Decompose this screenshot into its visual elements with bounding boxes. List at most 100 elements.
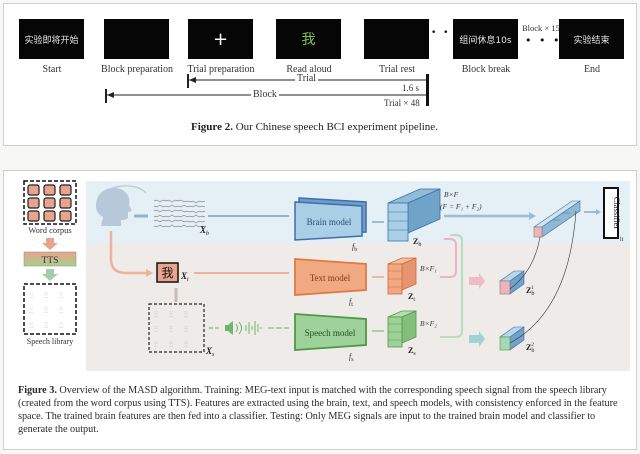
figure-3-caption: Figure 3. Overview of the MASD algorithm… <box>18 384 630 436</box>
speech-model-box <box>294 313 367 351</box>
screen-block-preparation <box>104 19 169 59</box>
xb-label: Xb <box>199 225 209 237</box>
speaker-icon <box>225 321 242 335</box>
classifier-box <box>603 187 619 239</box>
screen-end-text: 实验结束 <box>573 35 610 46</box>
svg-text:⫶⫶: ⫶⫶ <box>59 291 63 300</box>
svg-text:⫶⫶: ⫶⫶ <box>184 340 188 349</box>
align-arrow-2 <box>469 331 485 347</box>
head-icon <box>96 185 147 226</box>
svg-text:⫶⫶: ⫶⫶ <box>154 310 158 319</box>
tts-label: TTS <box>42 256 59 266</box>
zb-label: Zb <box>413 237 421 248</box>
svg-text:⫶⫶: ⫶⫶ <box>169 325 173 334</box>
bf1-label: B×F₁ <box>420 264 437 273</box>
bf-equation: (F = F₁ + F₂) <box>440 202 482 211</box>
figure-2-caption-text: Our Chinese speech BCI experiment pipeli… <box>232 121 438 133</box>
figure-3-caption-label: Figure 3. <box>18 385 57 396</box>
svg-text:⫶⫶: ⫶⫶ <box>44 306 48 315</box>
label-block-preparation: Block preparation <box>101 64 173 75</box>
word-corpus <box>23 180 77 225</box>
classifier-label: Classifier <box>612 197 622 230</box>
waveform-icon <box>245 321 262 335</box>
speech-sample-box: ⫶⫶ ⫶⫶ ⫶⫶ ⫶⫶ ⫶⫶ ⫶⫶ ⫶⫶ ⫶⫶ ⫶⫶ <box>148 303 205 353</box>
label-read-aloud: Read aloud <box>286 64 332 75</box>
label-block-break: Block break <box>461 64 511 75</box>
concat-to-zb1-curve <box>509 236 541 290</box>
tts-to-library-arrow <box>42 269 58 281</box>
classifier-output: lt <box>620 237 624 243</box>
zb1-label: Zb1 <box>526 286 534 297</box>
read-aloud-character: 我 <box>301 32 316 48</box>
zb2-label: Zb2 <box>526 343 534 354</box>
svg-text:⫶⫶: ⫶⫶ <box>169 340 173 349</box>
svg-text:⫶⫶: ⫶⫶ <box>184 325 188 334</box>
trial-repeat: Trial × 48 <box>384 98 420 108</box>
zs-feature-stack <box>387 310 417 348</box>
brain-model-label: Brain model <box>307 217 352 227</box>
screen-start-text: 实验即将开始 <box>24 35 79 46</box>
text-char: 我 <box>161 266 173 280</box>
speech-library-label: Speech library <box>27 337 73 346</box>
bf-label: B×F <box>444 190 459 199</box>
screen-start: 实验即将开始 <box>19 19 84 59</box>
svg-text:⫶⫶: ⫶⫶ <box>184 310 188 319</box>
zs-label: Zs <box>408 346 416 357</box>
trial-label: Trial <box>295 73 319 84</box>
ellipsis-1: • • • <box>431 28 463 38</box>
svg-text:⫶⫶: ⫶⫶ <box>154 340 158 349</box>
zb-zt-bracket <box>440 238 457 278</box>
fixation-cross: + <box>212 28 229 50</box>
zb1-feature <box>499 270 525 295</box>
screen-read-aloud: 我 <box>276 19 341 59</box>
svg-text:⫶⫶: ⫶⫶ <box>44 321 48 330</box>
zb-zs-bracket <box>440 234 463 338</box>
label-trial-rest: Trial rest <box>378 64 416 75</box>
fs-label: fs <box>349 352 354 363</box>
concat-to-zb2-curve <box>509 210 577 344</box>
svg-text:⫶⫶: ⫶⫶ <box>59 321 63 330</box>
meg-signal-icon <box>153 199 206 228</box>
text-model-label: Text model <box>310 273 351 283</box>
block-label: Block <box>251 89 279 100</box>
zt-label: Zt <box>408 292 415 303</box>
bf2-label: B×F₂ <box>420 319 437 328</box>
screen-block-break: 组间休息10s <box>453 19 518 59</box>
block-repeat-label: Block × 15 <box>522 23 560 33</box>
speech-model-label: Speech model <box>305 328 356 338</box>
xt-label: Xt <box>180 271 189 283</box>
figure-3-panel: Word corpus TTS ⫶⫶⫶⫶⫶⫶ ⫶⫶⫶⫶⫶⫶ ⫶⫶⫶⫶⫶⫶ Spe… <box>3 170 637 450</box>
figure-2-panel: 实验即将开始 Start Block preparation + Trial p… <box>3 3 637 146</box>
svg-text:⫶⫶: ⫶⫶ <box>29 291 33 300</box>
brain-model-box <box>294 197 367 241</box>
zb-feature-stack <box>387 188 441 242</box>
concat-feature <box>533 200 581 238</box>
svg-text:⫶⫶: ⫶⫶ <box>44 291 48 300</box>
screen-trial-preparation: + <box>188 19 253 59</box>
figure-3-caption-text: Overview of the MASD algorithm. Training… <box>18 385 618 435</box>
svg-text:⫶⫶: ⫶⫶ <box>154 325 158 334</box>
head-to-text-arrow <box>109 231 146 275</box>
text-char-box <box>156 262 179 283</box>
masd-diagram: Word corpus TTS ⫶⫶⫶⫶⫶⫶ ⫶⫶⫶⫶⫶⫶ ⫶⫶⫶⫶⫶⫶ Spe… <box>23 180 630 371</box>
label-end: End <box>583 64 601 75</box>
label-start: Start <box>42 64 62 75</box>
text-model-box <box>294 258 367 296</box>
svg-text:⫶⫶: ⫶⫶ <box>29 306 33 315</box>
zt-feature-stack <box>387 257 417 295</box>
figure-2-caption: Figure 2. Our Chinese speech BCI experim… <box>191 121 438 133</box>
label-trial-preparation: Trial preparation <box>187 64 255 75</box>
tts-box <box>23 251 77 267</box>
speech-library: ⫶⫶ ⫶⫶ ⫶⫶ ⫶⫶ ⫶⫶ ⫶⫶ ⫶⫶ ⫶⫶ ⫶⫶ <box>23 283 77 335</box>
trial-duration: 1.6 s <box>402 83 420 93</box>
screen-trial-rest <box>364 19 429 59</box>
fb-label: fb <box>352 242 357 253</box>
ft-label: ft <box>349 297 353 308</box>
screen-end: 实验结束 <box>559 19 624 59</box>
svg-text:⫶⫶: ⫶⫶ <box>59 306 63 315</box>
svg-text:⫶⫶: ⫶⫶ <box>29 321 33 330</box>
screen-block-break-text: 组间休息10s <box>459 35 512 46</box>
svg-text:⫶⫶: ⫶⫶ <box>169 310 173 319</box>
figure-2-caption-label: Figure 2. <box>191 121 233 133</box>
align-arrow-1 <box>469 273 485 289</box>
